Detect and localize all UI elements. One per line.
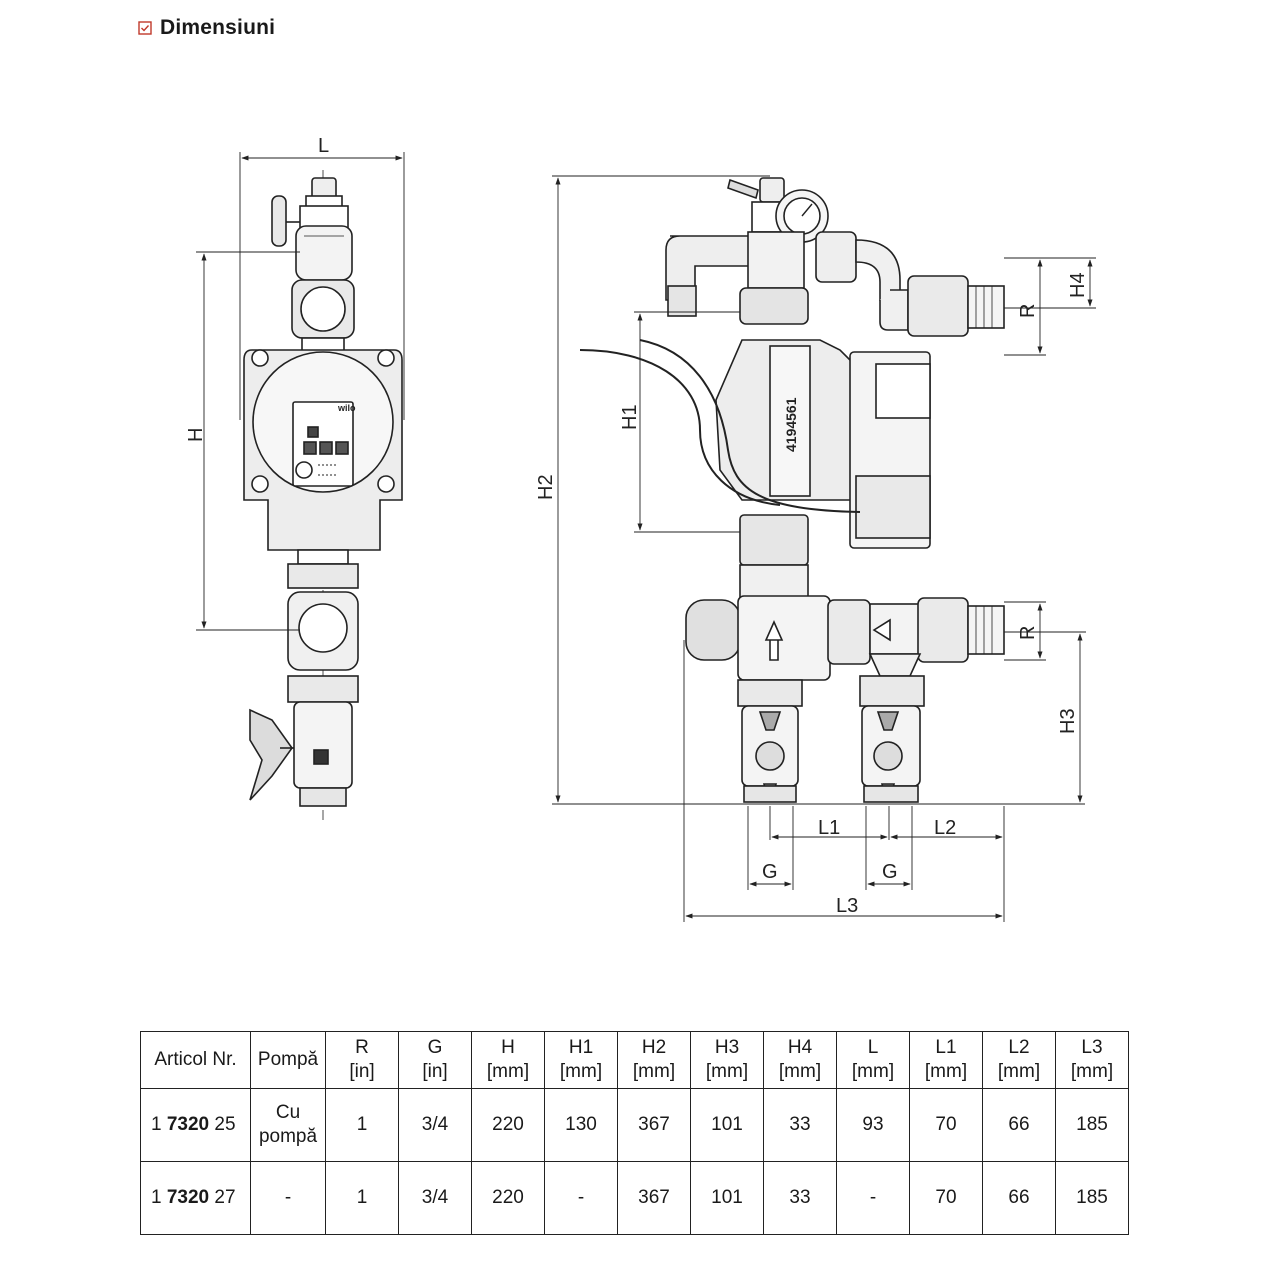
col-header-h3: H3[mm] [690, 1031, 764, 1089]
cell-h1: 130 [544, 1088, 618, 1162]
cell-g: 3/4 [398, 1088, 472, 1162]
dim-H4: H4 [1067, 272, 1089, 298]
cell-l3: 185 [1055, 1161, 1129, 1235]
pump-code-label: 4194561 [783, 397, 799, 452]
cell-pompa: - [250, 1161, 326, 1235]
side-view-dimensions [552, 175, 1096, 922]
col-header-l2: L2[mm] [982, 1031, 1056, 1089]
cell-r: 1 [325, 1088, 399, 1162]
col-header-l: L[mm] [836, 1031, 910, 1089]
cell-l2: 66 [982, 1088, 1056, 1162]
table-row: 1 7320 27 - 1 3/4 220 - 367 101 33 - 70 … [140, 1161, 1129, 1235]
cell-h1: - [544, 1161, 618, 1235]
cell-articol: 1 7320 25 [140, 1088, 251, 1162]
dim-H: H [185, 428, 207, 442]
cell-articol: 1 7320 27 [140, 1161, 251, 1235]
cell-l: 93 [836, 1088, 910, 1162]
dim-H2: H2 [535, 474, 557, 500]
front-view-dimensions [196, 152, 405, 631]
dim-L: L [318, 135, 329, 157]
col-header-l3: L3[mm] [1055, 1031, 1129, 1089]
page-title: Dimensiuni [160, 16, 276, 39]
cell-h2: 367 [617, 1161, 691, 1235]
cell-r: 1 [325, 1161, 399, 1235]
col-header-g: G[in] [398, 1031, 472, 1089]
side-view: 4194561 [579, 177, 1005, 803]
dim-R-top: R [1017, 304, 1039, 318]
cell-h3: 101 [690, 1088, 764, 1162]
cell-h2: 367 [617, 1088, 691, 1162]
dim-L1: L1 [818, 817, 840, 839]
col-header-h2: H2[mm] [617, 1031, 691, 1089]
checkbox-icon [138, 21, 152, 35]
front-view: wilo [243, 170, 403, 820]
table-header-row: Articol Nr. Pompă R[in] G[in] H[mm] H1[m… [140, 1031, 1129, 1089]
cell-l3: 185 [1055, 1088, 1129, 1162]
cell-l1: 70 [909, 1161, 983, 1235]
cell-g: 3/4 [398, 1161, 472, 1235]
col-header-pompa: Pompă [250, 1031, 326, 1089]
col-header-h4: H4[mm] [763, 1031, 837, 1089]
col-header-l1: L1[mm] [909, 1031, 983, 1089]
dim-H3: H3 [1057, 708, 1079, 734]
dimensions-table: Articol Nr. Pompă R[in] G[in] H[mm] H1[m… [140, 1031, 1129, 1235]
pump-brand-label: wilo [337, 403, 356, 413]
cell-h: 220 [471, 1088, 545, 1162]
cell-l: - [836, 1161, 910, 1235]
dim-G-left: G [762, 861, 778, 883]
dim-L2: L2 [934, 817, 956, 839]
cell-h4: 33 [763, 1161, 837, 1235]
col-header-r: R[in] [325, 1031, 399, 1089]
cell-h3: 101 [690, 1161, 764, 1235]
dim-H1: H1 [619, 404, 641, 430]
cell-l2: 66 [982, 1161, 1056, 1235]
dim-R-bottom: R [1017, 626, 1039, 640]
dim-L3: L3 [836, 895, 858, 917]
cell-h: 220 [471, 1161, 545, 1235]
cell-l1: 70 [909, 1088, 983, 1162]
col-header-articol: Articol Nr. [140, 1031, 251, 1089]
section-header: Dimensiuni [138, 16, 275, 40]
cell-h4: 33 [763, 1088, 837, 1162]
col-header-h1: H1[mm] [544, 1031, 618, 1089]
col-header-h: H[mm] [471, 1031, 545, 1089]
dim-G-right: G [882, 861, 898, 883]
technical-drawing: wilo L H [185, 135, 1096, 922]
